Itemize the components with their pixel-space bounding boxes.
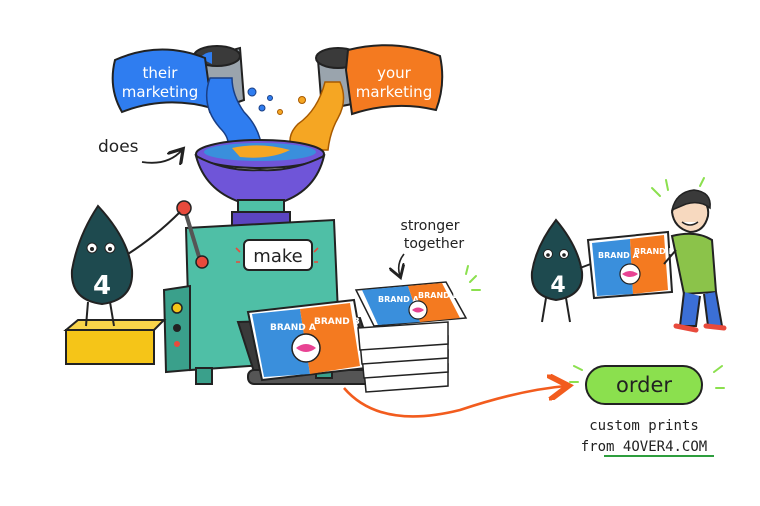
stronger-together-line2: together (404, 236, 465, 252)
mascot-badge: 4 (93, 271, 111, 301)
website-link[interactable]: 4OVER4.COM (623, 439, 707, 455)
handed-poster-brand-a: BRAND A (598, 251, 640, 260)
flow-arrow (343, 386, 566, 418)
happy-customer (651, 177, 727, 333)
mascot-at-machine: 4 (63, 204, 181, 365)
their-marketing-label-line1: their (143, 64, 179, 82)
order-button[interactable]: order (585, 365, 703, 405)
funnel (194, 139, 326, 227)
stack-brand-a: BRAND A (378, 295, 420, 304)
stack-sheets: BRAND A BRAND B (354, 281, 468, 393)
your-marketing-label-line1: your (377, 64, 412, 82)
does-annotation: does (98, 137, 182, 163)
handed-poster: BRAND A BRAND B (586, 230, 675, 300)
prints-stack: BRAND A BRAND B (354, 265, 481, 393)
their-marketing-banner: their marketing (111, 48, 214, 114)
poster-brand-a: BRAND A (270, 323, 316, 333)
handed-poster-brand-b: BRAND B (634, 247, 675, 256)
poster-brand-b: BRAND B (314, 317, 360, 327)
does-label: does (98, 137, 139, 157)
cta-line1: custom prints (589, 418, 699, 434)
cta-line2-prefix: from (581, 439, 623, 455)
make-label-text: make (253, 246, 302, 267)
cta-line2: from 4OVER4.COM (581, 439, 714, 457)
lever (176, 200, 209, 269)
stronger-together-line1: stronger (401, 218, 460, 234)
order-button-label: order (616, 373, 672, 397)
stack-brand-b: BRAND B (418, 291, 459, 300)
your-marketing-banner: your marketing (344, 44, 444, 116)
svg-text:from 4OVER4.COM: from 4OVER4.COM (581, 439, 707, 455)
printed-poster: BRAND A BRAND B (246, 298, 368, 382)
orange-liquid-stream (277, 81, 345, 151)
mascot-right-badge: 4 (550, 273, 565, 298)
make-label: make (235, 239, 319, 271)
stronger-together-annotation: stronger together (399, 218, 465, 276)
your-marketing-label-line2: marketing (356, 83, 432, 101)
blue-liquid-stream (205, 77, 273, 151)
their-marketing-label-line2: marketing (122, 83, 198, 101)
mascot-handing-poster: 4 (530, 218, 597, 323)
sparkle-marks (465, 265, 481, 291)
order-sparkles (569, 365, 725, 389)
